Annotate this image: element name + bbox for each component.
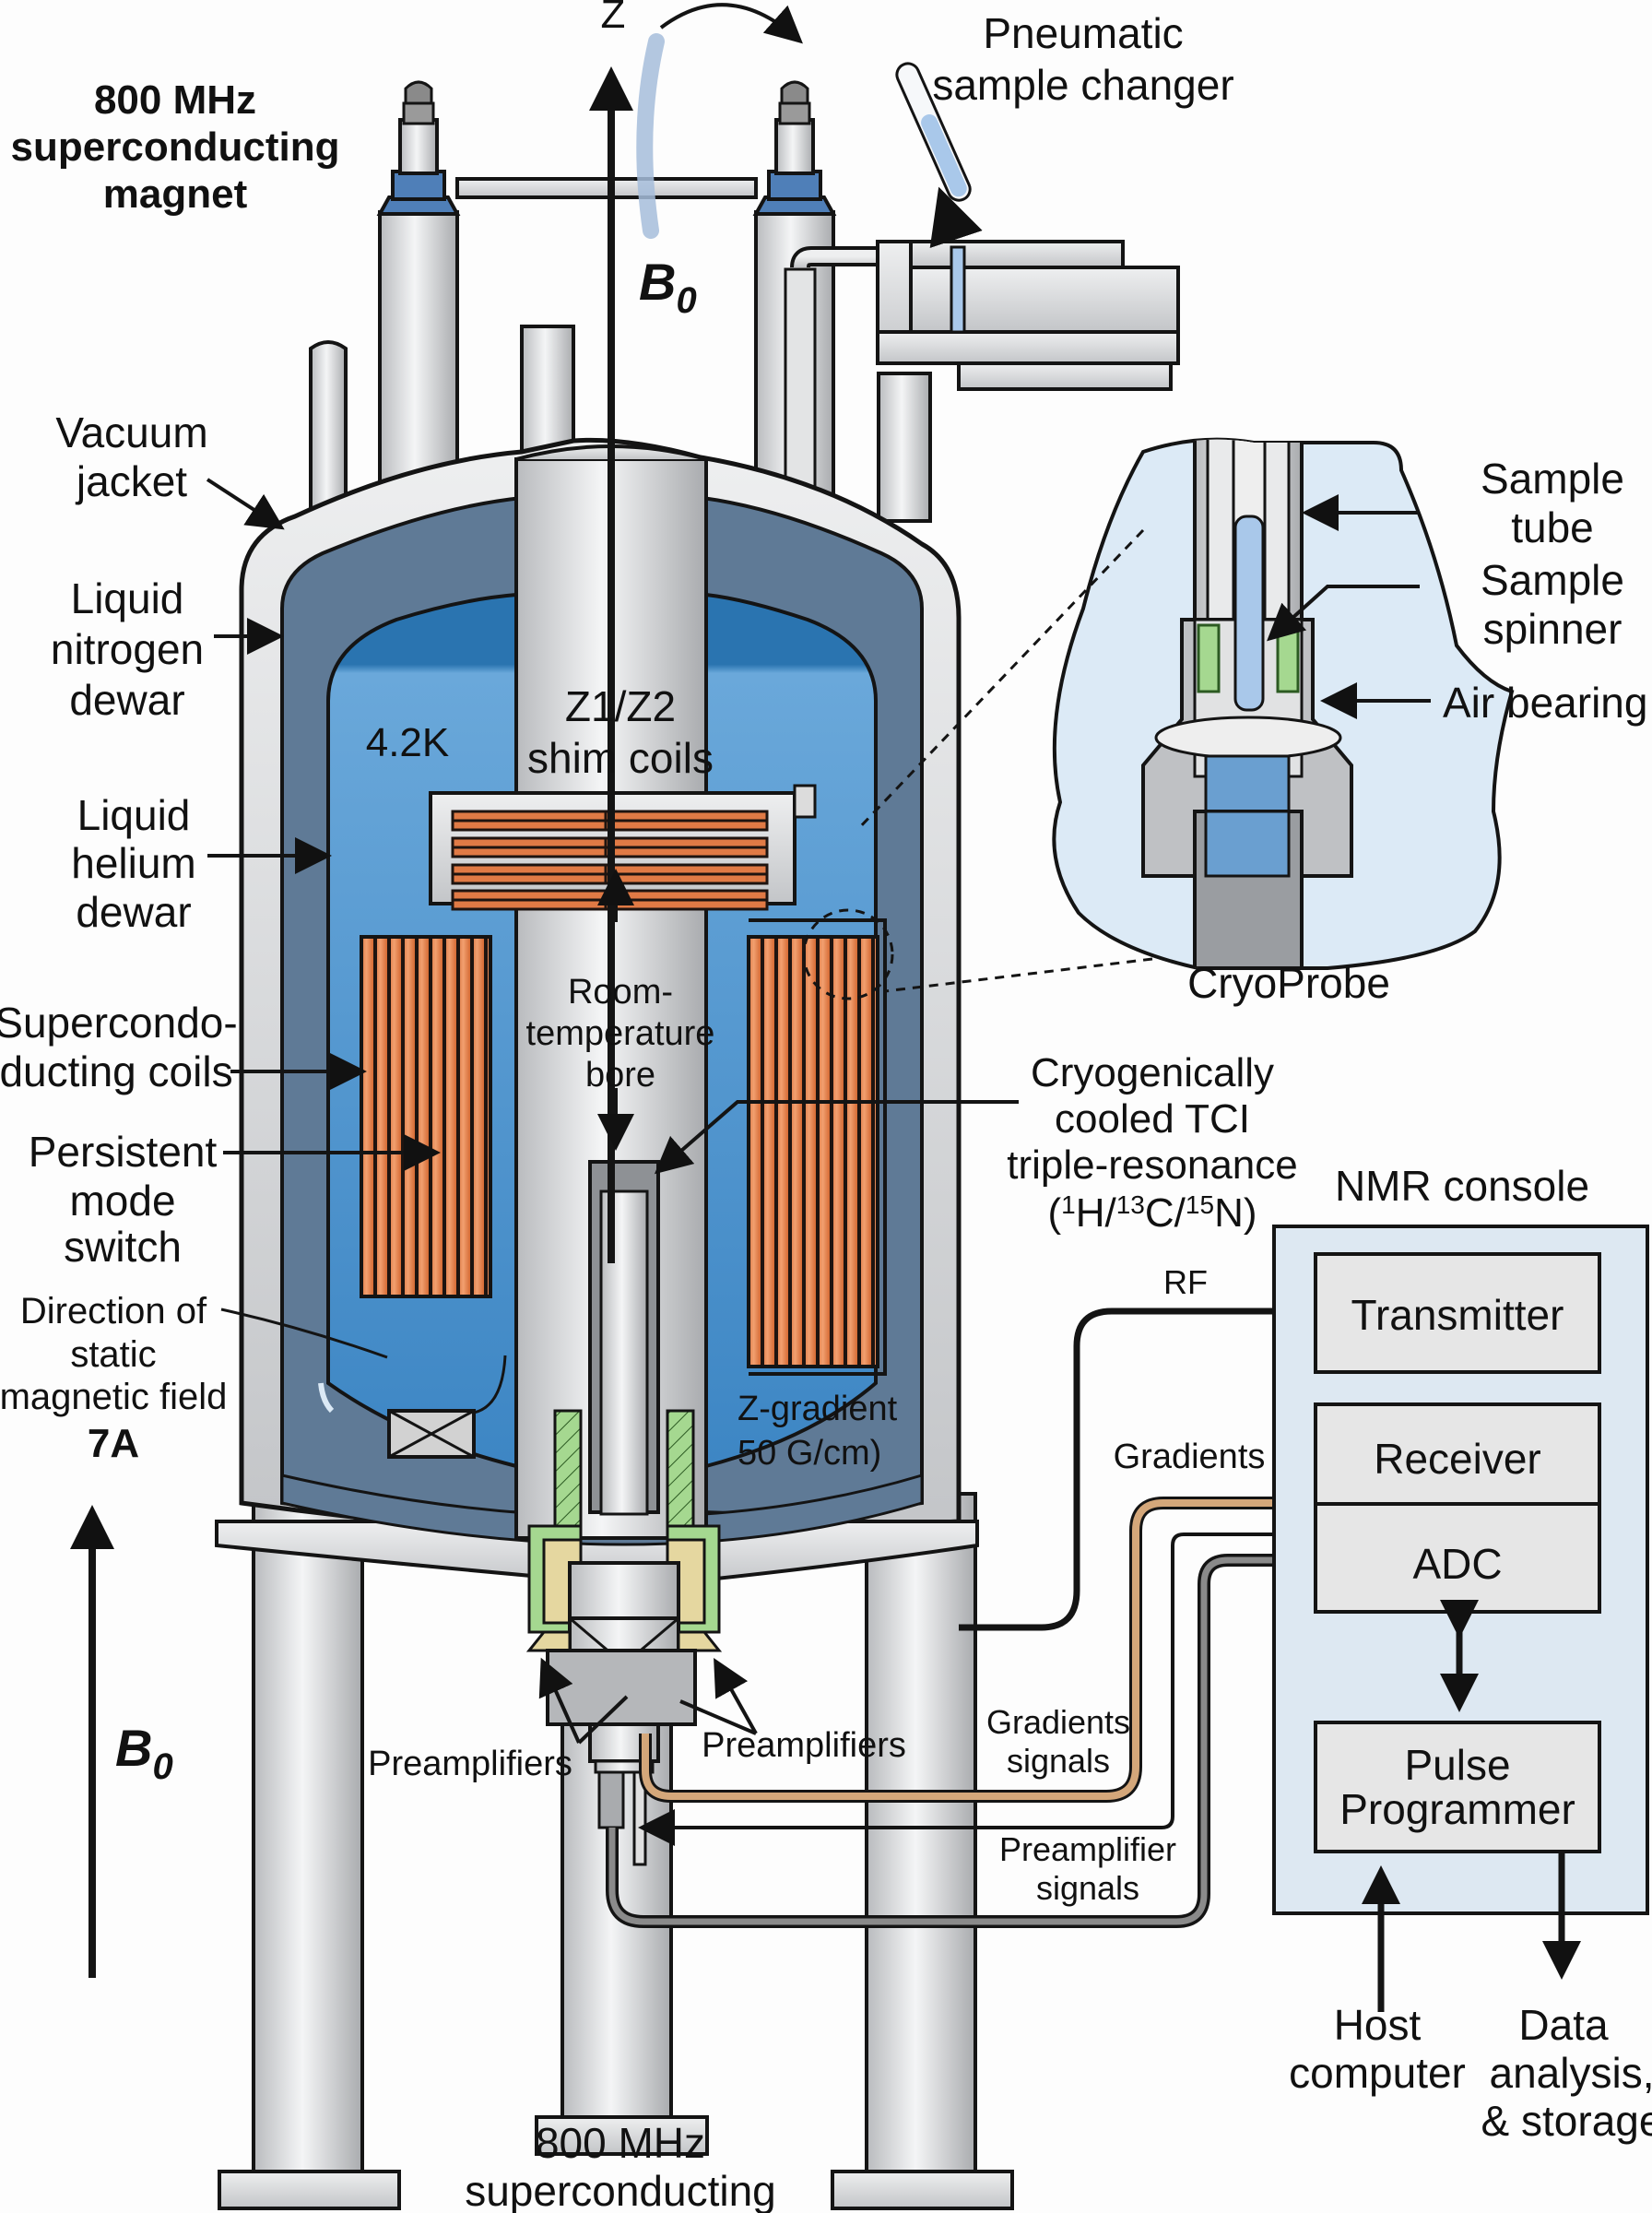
zoom-circle [802, 908, 894, 1000]
lhe-label-2: helium [71, 839, 196, 887]
superconducting-coil-left [360, 935, 492, 1298]
data-label-1: Data [1518, 2001, 1609, 2049]
gradients-signals-label-1: Gradients [986, 1703, 1130, 1741]
title-line-1: 800 MHz [94, 77, 256, 123]
z-gradient-label-2: 50 G/cm) [738, 1434, 881, 1473]
cryoprobe-inset [802, 437, 1515, 1000]
leg-left-foot [218, 2170, 401, 2210]
superconducting-coil-right [747, 935, 879, 1368]
sample-spinner-label-1: Sample [1481, 556, 1624, 604]
z-axis-label: Z [601, 0, 626, 37]
label-leader-lines [206, 478, 1431, 1745]
console-title: NMR console [1335, 1162, 1589, 1210]
signal-cables [606, 1292, 1316, 1928]
field-label-2: static [70, 1334, 156, 1375]
gradient-signal-return [645, 1516, 1316, 1829]
sample-tube-inset [1233, 515, 1265, 712]
field-current-label: 7A [88, 1421, 139, 1466]
z1-z2-shim-coils [451, 810, 769, 911]
changer-label-line-1: Pneumatic [983, 9, 1183, 57]
probe-label-1: Cryogenically [1031, 1050, 1274, 1095]
host-label-1: Host [1334, 2001, 1422, 2049]
preamp-right [677, 1630, 723, 1652]
nmr-console [1272, 1225, 1649, 2012]
leg-left-front [252, 1492, 364, 2178]
z-gradient-coil-bracket [749, 918, 887, 1376]
air-bearing-left [1197, 623, 1221, 693]
sample-tube-in-changer [950, 245, 966, 334]
preamp-signals-label-2: signals [1036, 1869, 1139, 1907]
vacuum-jacket-label-2: jacket [75, 457, 187, 505]
shim-label-1: Z1/Z2 [565, 682, 676, 730]
transmitter-block [1314, 1252, 1601, 1374]
temperature-label: 4.2K [366, 720, 450, 765]
shim-label-2: shim coils [527, 734, 714, 782]
field-label-3: magnetic field [0, 1377, 227, 1417]
sample-spinner-label-2: spinner [1483, 605, 1622, 653]
sample-tube-label-2: tube [1511, 503, 1594, 551]
transfer-arrow [659, 3, 803, 44]
switch-label-1: Persistent [29, 1128, 218, 1176]
b0-top-label: B0 [639, 253, 697, 321]
switch-label-3: switch [64, 1223, 182, 1271]
persistent-mode-switch [387, 1355, 507, 1459]
ln2-label-3: dewar [69, 676, 184, 724]
bore-label-3: bore [585, 1056, 655, 1095]
changer-label-line-2: sample changer [932, 61, 1233, 109]
bottom-caption-2: superconducting [465, 2167, 776, 2213]
pulse-programmer-label-1: Pulse [1404, 1741, 1510, 1789]
probe-label-2: cooled TCI [1055, 1096, 1250, 1142]
lhe-label-1: Liquid [77, 791, 191, 839]
title-line-2: superconducting [11, 124, 340, 170]
pulse-programmer-block [1314, 1721, 1601, 1853]
b0-left-label: B0 [115, 1719, 173, 1787]
preamp-signals-label-1: Preamplifier [999, 1830, 1176, 1868]
preamps-left-label: Preamplifiers [368, 1745, 572, 1783]
rf-cable [959, 1292, 1316, 1631]
spinner-turbine [1154, 716, 1342, 760]
preamps-right-label: Preamplifiers [702, 1726, 906, 1765]
gradients-signals-label-2: signals [1007, 1742, 1110, 1780]
bore-label-2: temperature [526, 1014, 715, 1053]
pulse-programmer-label-2: Programmer [1339, 1785, 1575, 1833]
gradients-cable [642, 1499, 1295, 1800]
probe-label-3: triple-resonance [1007, 1142, 1298, 1188]
sc-coils-label-1: Supercondo- [0, 999, 238, 1047]
leg-right-foot [831, 2170, 1014, 2210]
air-bearing-right [1276, 623, 1300, 693]
leg-right [865, 1492, 977, 2178]
air-bearing-label: Air bearing [1443, 679, 1647, 727]
preamp-cable [608, 1556, 1295, 1925]
cryoprobe-title: CryoProbe [1187, 959, 1390, 1007]
data-label-2: analysis, [1490, 2049, 1652, 2097]
receiver-label: Receiver [1374, 1435, 1541, 1483]
data-label-3: & storage [1481, 2097, 1652, 2145]
host-label-2: computer [1289, 2049, 1466, 2097]
leg-center-foot [535, 2115, 709, 2156]
preamp-left [525, 1630, 572, 1652]
vacuum-jacket-label-1: Vacuum [55, 408, 207, 456]
adc-block [1314, 1502, 1601, 1614]
z-gradient-label-1: Z-gradient [738, 1390, 898, 1428]
field-label-1: Direction of [20, 1291, 207, 1331]
sc-coils-label-2: ducting coils [0, 1047, 233, 1095]
rf-label: RF [1163, 1263, 1208, 1301]
probe-nuclei-label: (1H/13C/15N) [1047, 1190, 1257, 1236]
adc-label: ADC [1412, 1540, 1502, 1588]
lhe-label-3: dewar [76, 888, 191, 936]
bore-label-1: Room- [568, 973, 673, 1012]
receiver-block [1314, 1402, 1601, 1506]
transmitter-label: Transmitter [1351, 1291, 1564, 1339]
switch-label-2: mode [69, 1177, 175, 1225]
ln2-label-2: nitrogen [51, 625, 204, 673]
sample-tube-label-1: Sample [1481, 455, 1624, 503]
cryoprobe-assembly [525, 1160, 723, 1866]
title-line-3: magnet [103, 172, 248, 217]
ln2-label-1: Liquid [71, 574, 184, 622]
bottom-caption-1: 800 MHz [536, 2119, 705, 2167]
gradients-label: Gradients [1114, 1438, 1266, 1476]
